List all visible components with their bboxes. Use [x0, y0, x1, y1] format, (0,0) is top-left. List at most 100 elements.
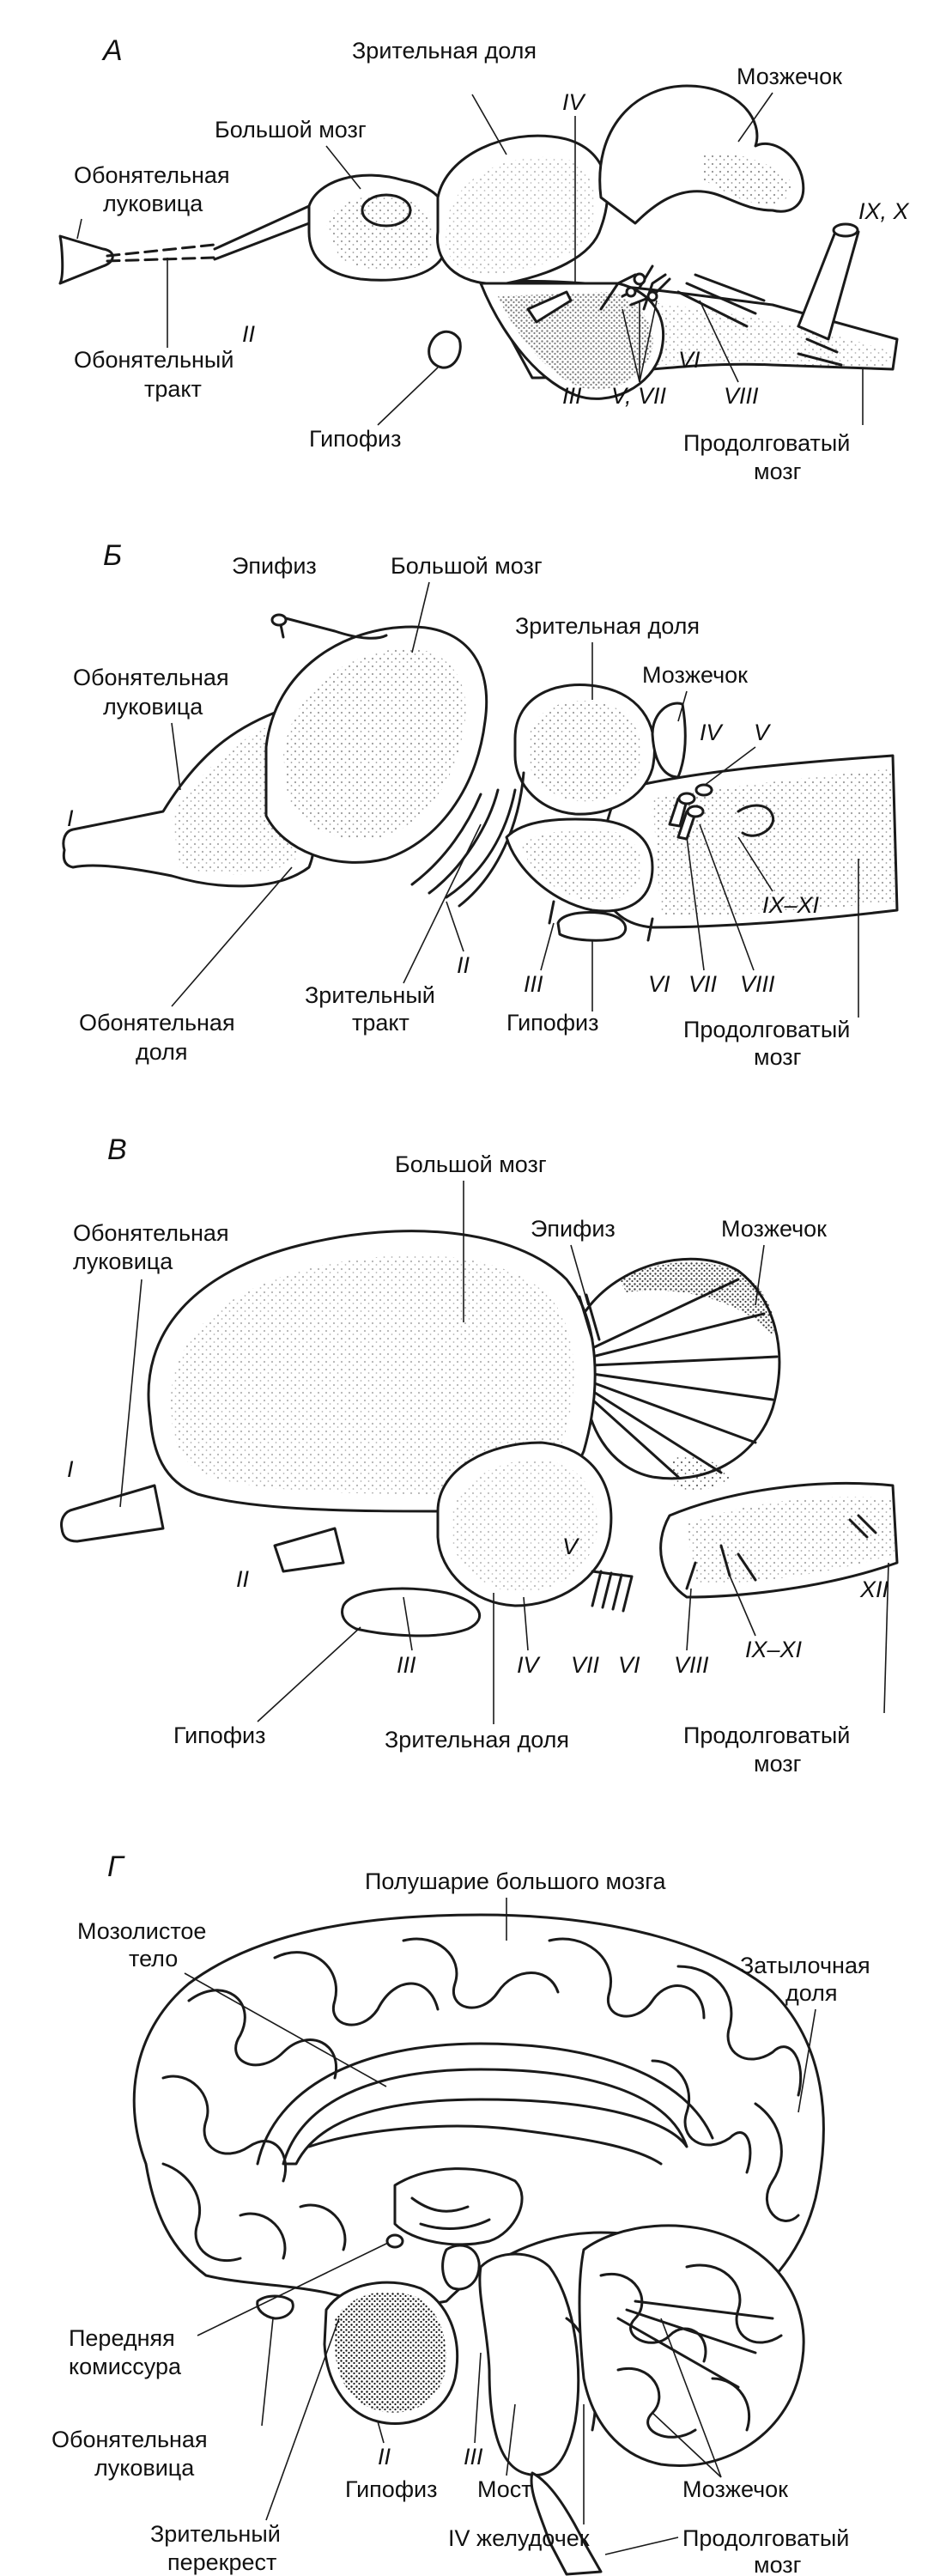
panel-d-cerebellum — [578, 2224, 805, 2467]
panel-d-anterior-commissure-label-1: Передняя — [69, 2325, 175, 2351]
panel-c-nerve-vii-label: VII — [571, 1652, 600, 1678]
panel-c-medulla-label-1: Продолговатый — [683, 1722, 850, 1748]
panel-c-visual-lobe-label: Зрительная доля — [385, 1727, 569, 1753]
panel-c-nerve-i-label: I — [67, 1456, 74, 1482]
panel-b-medulla-label-1: Продолговатый — [683, 1017, 850, 1042]
panel-a-olfactory-bulb-label-2: луковица — [103, 191, 203, 216]
panel-a: А — [58, 34, 910, 484]
panel-b-visual-tract-label-2: тракт — [352, 1010, 409, 1036]
panel-d-fourth-ventricle-label: IV желудочек — [448, 2525, 590, 2551]
panel-b-nerve-iv-label: IV — [700, 720, 725, 745]
panel-d-pituitary — [441, 2244, 481, 2291]
panel-c: В — [60, 1133, 899, 1777]
panel-a-nerve-viii-label: VIII — [724, 383, 759, 409]
panel-a-nerve-iv-label: IV — [562, 89, 587, 115]
panel-d-pituitary-label: Гипофиз — [345, 2476, 438, 2502]
panel-a-visual-lobe-label: Зрительная доля — [352, 38, 537, 64]
panel-a-nerve-iii-label: III — [562, 383, 582, 409]
panel-a-nerve-ix-x-label: IX, X — [858, 198, 910, 224]
panel-b: Б — [62, 539, 899, 1070]
panel-a-olfactory-tract-label-2: тракт — [144, 376, 202, 402]
panel-b-epiphysis-label: Эпифиз — [232, 553, 317, 579]
panel-a-pituitary — [428, 330, 462, 369]
panel-d-cerebellum-label: Мозжечок — [682, 2476, 788, 2502]
panel-d-hemisphere — [132, 1913, 825, 2312]
panel-c-pituitary — [341, 1587, 482, 1637]
panel-b-nerve-ix-xi-label: IX–XI — [762, 892, 820, 918]
panel-a-olfactory-tract — [106, 243, 216, 263]
panel-a-olfactory-bulb-label-1: Обонятельная — [74, 162, 230, 188]
panel-c-nerve-iii-label: III — [397, 1652, 416, 1678]
panel-d-hemisphere-label: Полушарие большого мозга — [365, 1868, 666, 1894]
panel-b-epiphysis — [277, 615, 388, 640]
panel-d-olfactory-bulb — [256, 2294, 294, 2320]
panel-a-olfactory-bulb — [58, 234, 114, 285]
panel-d-occipital-label-2: доля — [785, 1980, 838, 2006]
panel-b-brain-drawing — [62, 613, 899, 942]
panel-c-nerve-iv-label: IV — [517, 1652, 542, 1678]
panel-b-visual-tract — [410, 771, 525, 908]
panel-c-nerve-vi-label: VI — [618, 1652, 640, 1678]
panel-a-letter: А — [101, 34, 123, 67]
panel-b-nerve-v-label: V — [754, 720, 772, 745]
panel-c-brain-drawing — [60, 1230, 899, 1637]
panel-b-olfactory-bulb-label-1: Обонятельная — [73, 665, 229, 690]
panel-a-cerebrum-label: Большой мозг — [215, 117, 367, 143]
panel-d-corpus-callosum — [282, 2068, 688, 2166]
panel-c-nerve-xii-label: XII — [859, 1577, 889, 1602]
panel-c-olfactory-bulb — [60, 1484, 165, 1543]
panel-c-pituitary-label: Гипофиз — [173, 1722, 266, 1748]
panel-a-medulla-label-2: мозг — [754, 459, 802, 484]
panel-d-anterior-commissure-label-2: комиссура — [69, 2354, 182, 2379]
panel-b-visual-lobe-label: Зрительная доля — [515, 613, 700, 639]
panel-b-nerve-ii-label: II — [457, 952, 470, 978]
panel-d-brain-drawing — [132, 1913, 825, 2576]
panel-d-medulla-label-1: Продолговатый — [682, 2525, 849, 2551]
panel-d-olfactory-bulb-label-1: Обонятельная — [52, 2427, 208, 2452]
panel-a-nerve-ix-x — [797, 226, 860, 341]
panel-c-cerebellum-label: Мозжечок — [721, 1216, 827, 1242]
panel-c-letter: В — [107, 1133, 127, 1166]
panel-b-pituitary — [556, 910, 628, 942]
panel-a-cerebellum-label: Мозжечок — [737, 64, 842, 89]
panel-b-olfactory-lobe-label-1: Обонятельная — [79, 1010, 235, 1036]
panel-d-pons — [478, 2252, 580, 2476]
panel-a-nerve-vi-label: VI — [678, 347, 700, 373]
panel-c-epiphysis-label: Эпифиз — [531, 1216, 616, 1242]
panel-a-nerve-ii-label: II — [242, 321, 256, 347]
panel-d-nerve-ii-label: II — [378, 2444, 391, 2470]
panel-d-medulla-label-2: мозг — [754, 2552, 802, 2576]
panel-c-cerebellum — [582, 1257, 781, 1480]
panel-b-medulla-label-2: мозг — [754, 1044, 802, 1070]
panel-b-nerve-viii-label: VIII — [740, 971, 775, 997]
panel-b-olfactory-bulb-label-2: луковица — [103, 694, 203, 720]
panel-a-brain-drawing — [58, 84, 899, 400]
panel-c-cerebrum-label: Большой мозг — [395, 1151, 547, 1177]
panel-b-cerebellum — [651, 702, 687, 779]
panel-c-medulla-label-2: мозг — [754, 1751, 802, 1777]
panel-c-epiphysis — [578, 1293, 601, 1341]
panel-d-medulla — [530, 2471, 603, 2576]
panel-a-medulla-label-1: Продолговатый — [683, 430, 850, 456]
panel-b-visual-tract-label-1: Зрительный — [305, 982, 435, 1008]
panel-c-nerve-ii-label: II — [236, 1566, 250, 1592]
panel-b-cerebellum-label: Мозжечок — [642, 662, 748, 688]
panel-d-anterior-commissure — [385, 2233, 404, 2249]
panel-d-optic-chiasm-label-2: перекрест — [167, 2549, 276, 2575]
panel-a-pituitary-label: Гипофиз — [309, 426, 402, 452]
panel-c-nerve-v-label: V — [562, 1534, 580, 1559]
panel-a-olfactory-tract-label-1: Обонятельный — [74, 347, 234, 373]
panel-b-nerve-vi-label: VI — [648, 971, 670, 997]
panel-b-pituitary-label: Гипофиз — [506, 1010, 599, 1036]
panel-d-corpus-callosum-label-1: Мозолистое — [77, 1918, 206, 1944]
panel-c-olfactory-bulb-label-1: Обонятельная — [73, 1220, 229, 1246]
panel-c-nerve-viii-label: VIII — [674, 1652, 709, 1678]
panel-c-nerve-ix-xi-label: IX–XI — [745, 1637, 803, 1662]
panel-d-letter: Г — [107, 1850, 125, 1883]
panel-d-corpus-callosum-label-2: тело — [129, 1946, 178, 1971]
panel-b-nerve-iii-label: III — [524, 971, 543, 997]
panel-d-pons-label: Мост — [477, 2476, 532, 2502]
panel-b-nerve-i-label: I — [67, 805, 74, 831]
panel-d-nerve-iii-label: III — [464, 2444, 483, 2470]
